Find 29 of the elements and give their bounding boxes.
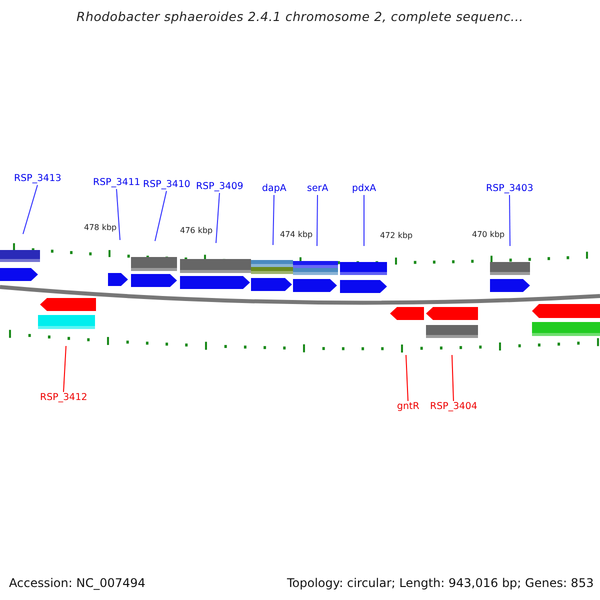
scale-label: 476 kbp (180, 227, 213, 235)
leader-line (116, 188, 120, 240)
scale-label: 472 kbp (380, 232, 413, 240)
leader-line (22, 184, 38, 234)
gene-label: dapA (262, 184, 286, 194)
leader-line (452, 354, 454, 402)
leader-line (63, 346, 66, 392)
gene-label: RSP_3409 (196, 182, 244, 192)
gene-label: gntR (397, 402, 420, 412)
scale-label: 474 kbp (280, 231, 313, 239)
gene-label: RSP_3412 (40, 393, 88, 402)
leader-line (216, 192, 220, 244)
leader-line (272, 194, 274, 246)
scale-label: 478 kbp (84, 224, 117, 232)
scale-label: 470 kbp (472, 231, 505, 239)
leader-line (406, 354, 408, 402)
summary-text: Topology: circular; Length: 943,016 bp; Genes: 853 (287, 577, 594, 589)
gene-label: RSP_3403 (486, 184, 534, 194)
gene-label: RSP_3404 (430, 402, 478, 412)
gene-label: RSP_3410 (143, 180, 190, 190)
leader-line (316, 194, 318, 246)
gene-label: RSP_3413 (14, 174, 62, 184)
gene-label: serA (307, 184, 328, 194)
leader-line (509, 194, 510, 246)
gene-label: pdxA (352, 184, 376, 194)
map-title: Rhodobacter sphaeroides 2.4.1 chromosome 2, complete sequenc... (76, 11, 524, 24)
accession-text: Accession: NC_007494 (9, 577, 146, 589)
gene-label: RSP_3411 (93, 178, 140, 188)
leader-line (154, 190, 167, 242)
